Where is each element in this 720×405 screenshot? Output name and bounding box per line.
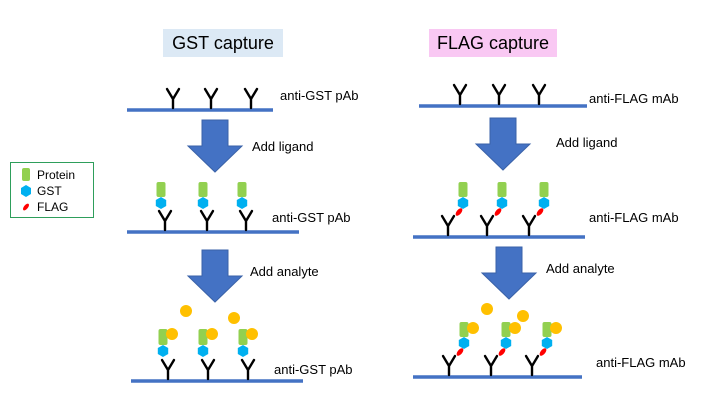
flag-row3-antibody-1 xyxy=(441,354,457,377)
gst-row3-bound-analyte-1 xyxy=(166,328,178,340)
gst-step2-label: Add analyte xyxy=(250,264,319,279)
flag-row3-bound-analyte-1 xyxy=(467,322,479,334)
flag-row3-free-analyte-1 xyxy=(481,303,493,315)
gst-row2-gst-tag-3 xyxy=(236,197,248,209)
flag-panel-title: FLAG capture xyxy=(429,29,557,57)
gst-row3-antibody-3 xyxy=(240,358,256,381)
gst-row2-gst-tag-2 xyxy=(197,197,209,209)
gst-row3-free-analyte-2 xyxy=(228,312,240,324)
gst-row2-protein-3 xyxy=(237,182,247,197)
gst-step1-arrow xyxy=(186,119,244,173)
flag-row1-antibody-3 xyxy=(531,83,547,106)
flag-row3-protein-1 xyxy=(459,322,469,337)
flag-row2-antibody-3 xyxy=(521,214,537,237)
gst-row3-bound-analyte-2 xyxy=(206,328,218,340)
gst-row2-gst-tag-1 xyxy=(155,197,167,209)
gst-row1-antibody-2 xyxy=(203,87,219,110)
flag-step1-arrow xyxy=(474,117,532,171)
legend-label-flag: FLAG xyxy=(37,200,69,214)
flag-row3-protein-2 xyxy=(501,322,511,337)
legend-label-protein: Protein xyxy=(37,168,76,182)
gst-row3-gst-tag-1 xyxy=(157,345,169,357)
flag-step2-label: Add analyte xyxy=(546,261,615,276)
flag-row2-gst-tag-3 xyxy=(538,197,550,209)
gst-row3-protein-3 xyxy=(238,329,248,345)
flag-row3-antibody-2 xyxy=(483,354,499,377)
flag-row2-flag-tag-3 xyxy=(536,208,544,216)
gst-row3-bound-analyte-3 xyxy=(246,328,258,340)
gst-hexagon-icon xyxy=(21,185,31,197)
gst-row3-protein-1 xyxy=(158,329,168,345)
gst-row3-antibody-2 xyxy=(200,358,216,381)
flag-step1-label: Add ligand xyxy=(556,135,618,150)
flag-row3-antibody-3 xyxy=(524,354,540,377)
gst-row2-antibody-1 xyxy=(157,209,173,232)
gst-row2-antibody-label: anti-GST pAb xyxy=(272,210,351,225)
flag-row2-flag-tag-1 xyxy=(455,208,463,216)
flag-row2-gst-tag-2 xyxy=(496,197,508,209)
flag-row3-antibody-label: anti-FLAG mAb xyxy=(596,355,686,370)
flag-row1-antibody-2 xyxy=(491,83,507,106)
flag-row1-antibody-label: anti-FLAG mAb xyxy=(589,91,679,106)
flag-row2-antibody-2 xyxy=(479,214,495,237)
flag-row3-gst-tag-2 xyxy=(500,337,512,349)
gst-row2-protein-2 xyxy=(198,182,208,197)
legend: Protein GST FLAG xyxy=(10,162,94,218)
flag-row2-antibody-label: anti-FLAG mAb xyxy=(589,210,679,225)
flag-row3-protein-3 xyxy=(542,322,552,337)
gst-panel-title: GST capture xyxy=(163,29,283,57)
gst-row3-gst-tag-3 xyxy=(237,345,249,357)
gst-row1-antibody-1 xyxy=(165,87,181,110)
gst-row2-antibody-2 xyxy=(199,209,215,232)
flag-step2-arrow xyxy=(480,246,538,300)
gst-row1-antibody-3 xyxy=(243,87,259,110)
flag-row2-flag-tag-2 xyxy=(494,208,502,216)
flag-row3-free-analyte-2 xyxy=(517,310,529,322)
gst-row3-antibody-label: anti-GST pAb xyxy=(274,362,353,377)
flag-row3-gst-tag-1 xyxy=(458,337,470,349)
flag-row2-protein-3 xyxy=(539,182,549,197)
gst-step2-arrow xyxy=(186,249,244,303)
flag-row3-bound-analyte-2 xyxy=(509,322,521,334)
gst-panel xyxy=(127,87,303,383)
flag-row3-flag-tag-2 xyxy=(498,348,506,356)
gst-row2-antibody-3 xyxy=(238,209,254,232)
flag-row3-flag-tag-3 xyxy=(539,348,547,356)
gst-row2-protein-1 xyxy=(156,182,166,197)
flag-tag-icon xyxy=(23,203,29,211)
flag-panel xyxy=(413,83,587,379)
gst-step1-label: Add ligand xyxy=(252,139,314,154)
legend-label-gst: GST xyxy=(37,184,62,198)
gst-row3-gst-tag-2 xyxy=(197,345,209,357)
protein-icon xyxy=(22,168,30,181)
gst-row1-antibody-label: anti-GST pAb xyxy=(280,88,359,103)
flag-row3-flag-tag-1 xyxy=(456,348,464,356)
flag-row3-bound-analyte-3 xyxy=(550,322,562,334)
gst-row3-free-analyte-1 xyxy=(180,305,192,317)
flag-row2-protein-1 xyxy=(458,182,468,197)
flag-row2-protein-2 xyxy=(497,182,507,197)
flag-row2-antibody-1 xyxy=(440,214,456,237)
gst-row3-protein-2 xyxy=(198,329,208,345)
flag-row3-gst-tag-3 xyxy=(541,337,553,349)
flag-row1-antibody-1 xyxy=(452,83,468,106)
gst-row3-antibody-1 xyxy=(160,358,176,381)
flag-row2-gst-tag-1 xyxy=(457,197,469,209)
